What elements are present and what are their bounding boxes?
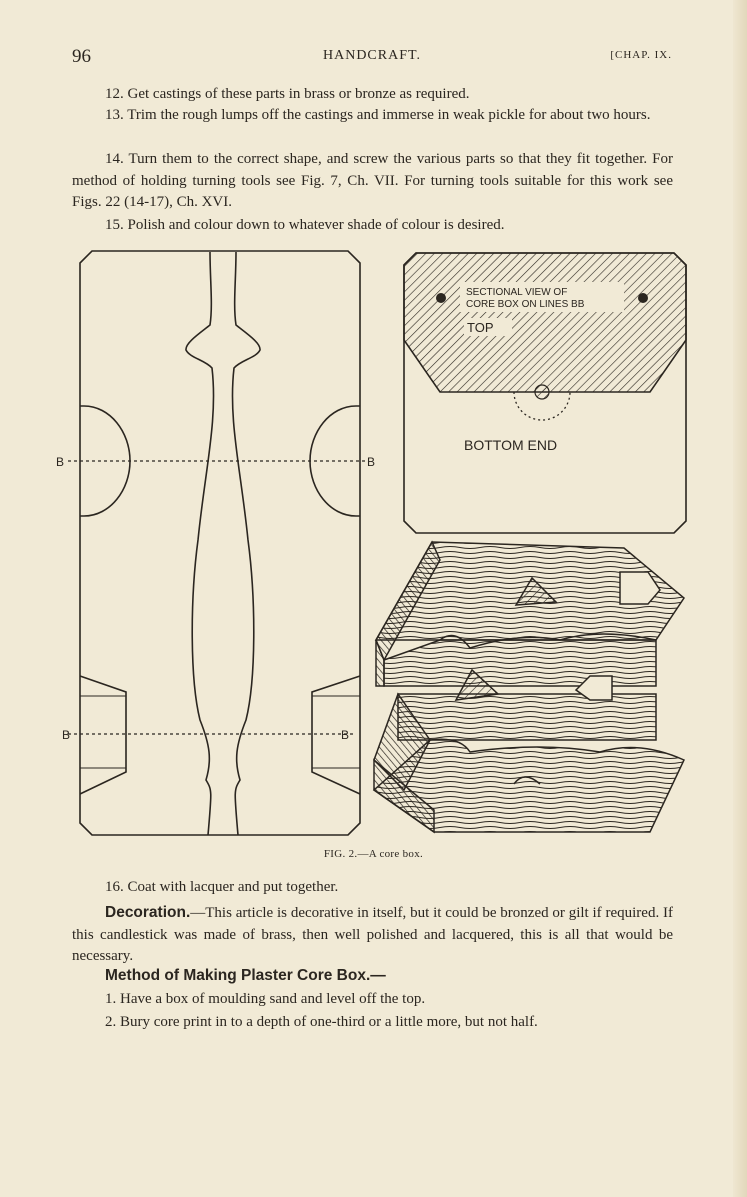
plaster-step-1: 1. Have a box of moulding sand and level… xyxy=(105,991,426,1007)
page-number: 96 xyxy=(72,46,91,67)
running-title: HANDCRAFT. xyxy=(322,48,422,63)
step-13: 13. Trim the rough lumps off the casting… xyxy=(105,107,651,123)
section-note-line2: CORE BOX ON LINES BB xyxy=(466,299,585,310)
decoration-text: —This article is decorative in itself, b… xyxy=(72,905,673,964)
decoration-heading: Decoration. xyxy=(105,904,191,921)
figure-caption: FIG. 2.—A core box. xyxy=(323,848,424,860)
plaster-heading-line: Method of Making Plaster Core Box.— xyxy=(72,965,673,988)
plaster-heading: Method of Making Plaster Core Box.— xyxy=(105,967,386,984)
step-16: 16. Coat with lacquer and put together. xyxy=(105,879,339,895)
perspective-block-lower xyxy=(372,668,686,834)
running-header: 96 HANDCRAFT. [CHAP. IX. xyxy=(72,46,672,68)
step-12: 12. Get castings of these parts in brass… xyxy=(105,86,470,102)
plan-view-drawing xyxy=(79,250,361,836)
section-mark-b-left-upper: B xyxy=(56,455,64,469)
section-mark-b-right-upper: B xyxy=(367,455,375,469)
perspective-block-upper xyxy=(374,540,685,687)
decoration-paragraph: Decoration.—This article is decorative i… xyxy=(72,902,673,968)
chapter-reference: [CHAP. IX. xyxy=(610,49,672,61)
step-14: 14. Turn them to the correct shape, and … xyxy=(72,151,673,210)
plaster-step-2: 2. Bury core print in to a depth of one-… xyxy=(105,1014,538,1030)
step-15: 15. Polish and colour down to whatever s… xyxy=(105,217,505,233)
bottom-end-label: BOTTOM END xyxy=(464,437,557,453)
section-note-line1: SECTIONAL VIEW OF xyxy=(466,287,567,298)
page-edge xyxy=(733,0,747,1197)
sectional-view-drawing xyxy=(403,252,687,534)
section-mark-b-right-lower: B xyxy=(341,728,349,742)
top-label: TOP xyxy=(467,320,494,335)
section-mark-b-left-lower: B xyxy=(62,728,70,742)
